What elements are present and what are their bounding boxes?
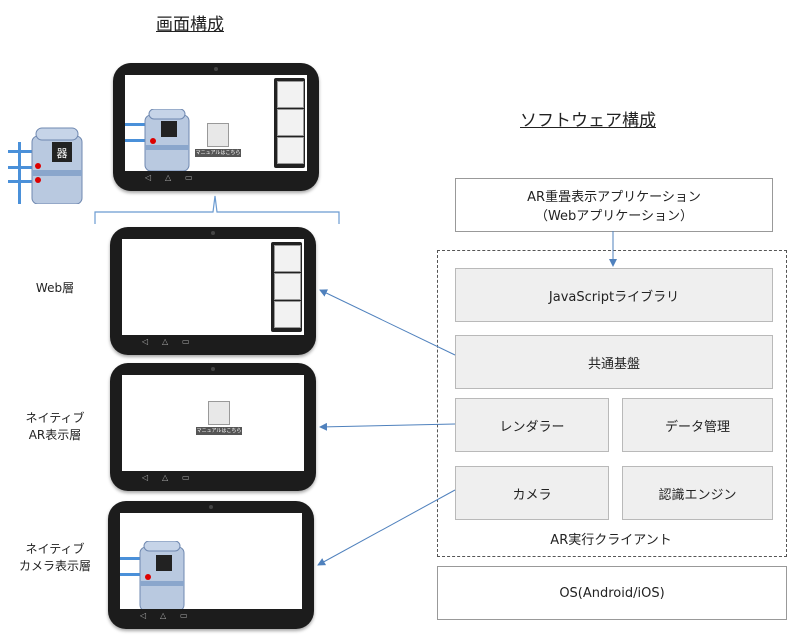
tablet-full-composition: マニュアルはこちら ◁△▭ [113, 63, 319, 191]
native-camera-layer-label-line2: カメラ表示層 [18, 559, 91, 573]
calendar-icon[interactable] [277, 81, 304, 108]
wireless-icon[interactable] [277, 109, 304, 136]
manual-link-label: マニュアルはこちら [196, 427, 242, 435]
tank-illustration [125, 109, 190, 171]
common-platform-box: 共通基盤 [455, 335, 773, 389]
native-camera-layer-label-line1: ネイティブ [25, 542, 85, 556]
android-nav-bar: ◁△▭ [140, 611, 188, 620]
screen-composition-title: 画面構成 [156, 15, 224, 35]
camera-box: カメラ [455, 466, 609, 520]
manual-link-button[interactable]: マニュアルはこちら [195, 123, 241, 157]
tablet-web-layer: ◁△▭ [110, 227, 316, 355]
wireless-icon[interactable] [274, 273, 301, 300]
tank-illustration [120, 541, 185, 609]
tablet-native-ar-layer: マニュアルはこちら ◁△▭ [110, 363, 316, 491]
android-nav-bar: ◁△▭ [142, 473, 190, 482]
ar-client-label: AR実行クライアント [550, 533, 672, 548]
os-box: OS(Android/iOS) [437, 566, 787, 620]
android-nav-bar: ◁△▭ [145, 173, 193, 182]
calendar-icon[interactable] [274, 245, 301, 272]
camera-lens [211, 231, 215, 235]
tablet-screen [120, 513, 302, 609]
tank-illustration-left: 器 [8, 127, 83, 204]
document-icon [208, 401, 230, 425]
book-icon[interactable] [274, 301, 301, 328]
recognition-engine-box: 認識エンジン [622, 466, 773, 520]
tablet-screen: マニュアルはこちら [125, 75, 307, 171]
ar-client-boundary [437, 250, 787, 557]
tablet-screen [122, 239, 304, 335]
manual-link-label: マニュアルはこちら [195, 149, 241, 157]
marker-glyph: 器 [57, 147, 68, 160]
composition-bracket [94, 195, 340, 224]
javascript-library-box: JavaScriptライブラリ [455, 268, 773, 322]
software-composition-title: ソフトウェア構成 [520, 111, 656, 131]
arrow-common-to-web-layer [319, 289, 456, 356]
native-ar-layer-label: ネイティブ AR表示層 [10, 410, 100, 444]
tablet-native-camera-layer: ◁△▭ [108, 501, 314, 629]
camera-lens [214, 67, 218, 71]
web-side-menu [274, 78, 305, 168]
renderer-box: レンダラー [455, 398, 609, 452]
ar-application-line2: （Webアプリケーション） [534, 209, 694, 224]
book-icon[interactable] [277, 137, 304, 164]
camera-lens [209, 505, 213, 509]
manual-link-button[interactable]: マニュアルはこちら [196, 401, 242, 435]
document-icon [207, 123, 229, 147]
ar-application-line1: AR重畳表示アプリケーション [527, 190, 701, 205]
native-camera-layer-label: ネイティブ カメラ表示層 [8, 541, 102, 575]
tablet-screen: マニュアルはこちら [122, 375, 304, 471]
web-layer-label: Web層 [35, 281, 75, 295]
android-nav-bar: ◁△▭ [142, 337, 190, 346]
arrow-renderer-to-native-ar [319, 422, 456, 431]
native-ar-layer-label-line1: ネイティブ [25, 411, 85, 425]
ar-application-box: AR重畳表示アプリケーション （Webアプリケーション） [455, 178, 773, 232]
web-side-menu [271, 242, 302, 332]
data-management-box: データ管理 [622, 398, 773, 452]
native-ar-layer-label-line2: AR表示層 [28, 428, 82, 442]
arrow-camera-to-native-camera [317, 489, 456, 566]
camera-lens [211, 367, 215, 371]
